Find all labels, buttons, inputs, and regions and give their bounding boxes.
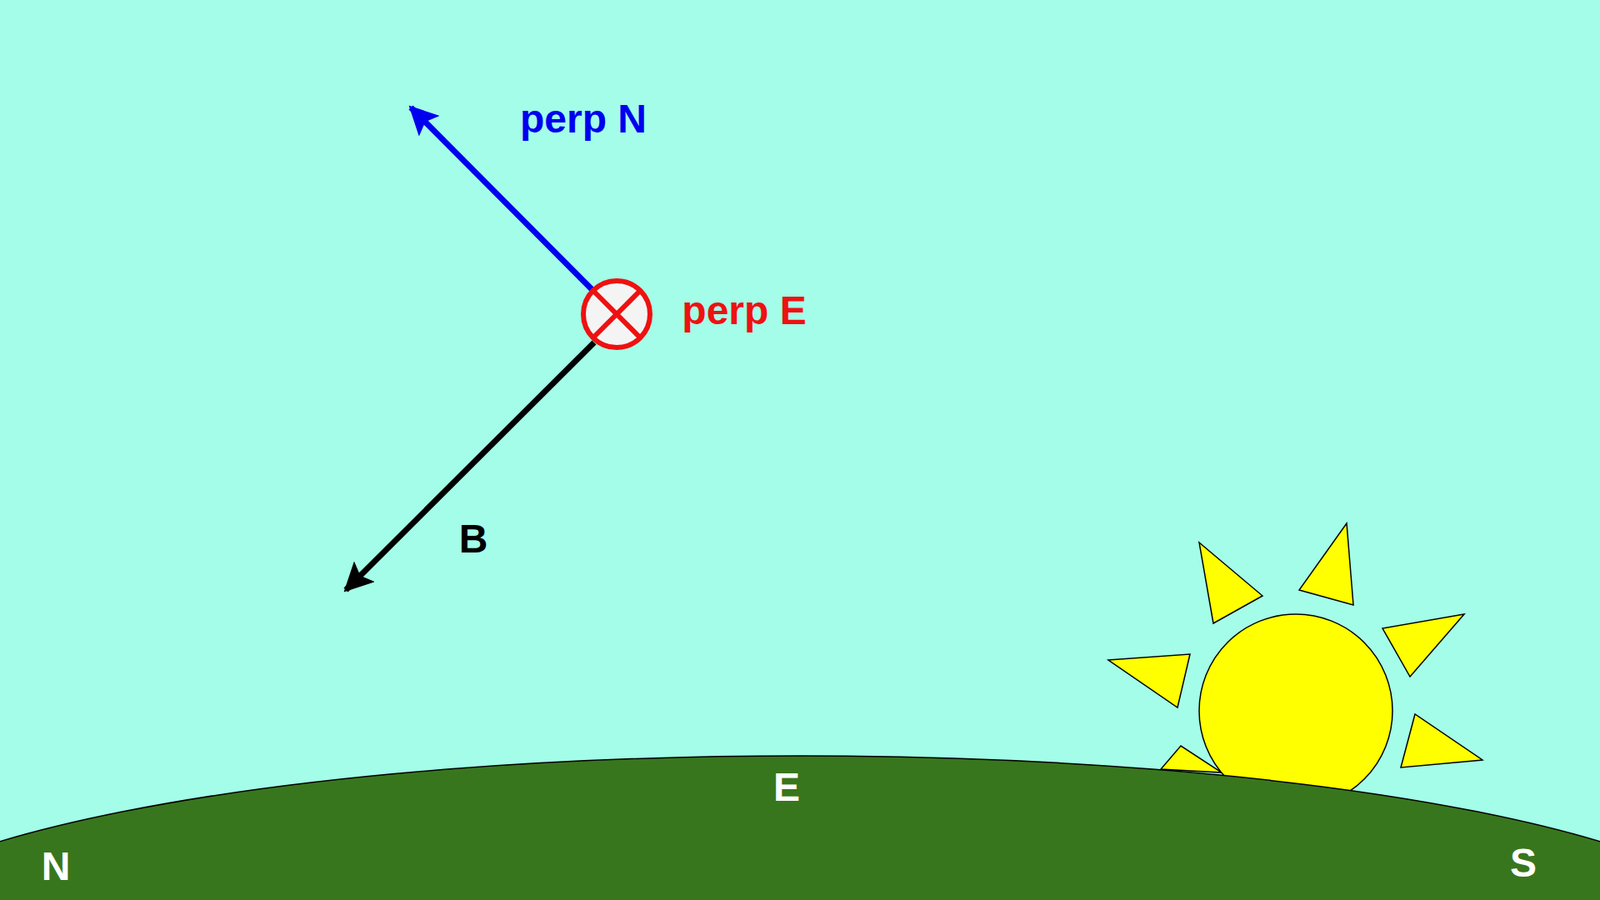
into-page-symbol [583, 280, 650, 348]
into-page-cross [593, 290, 640, 338]
sun-ray [1400, 714, 1483, 768]
vector-label: perp N [520, 99, 647, 140]
ground-hill [0, 755, 1600, 900]
b-field-arrow [345, 342, 595, 590]
sun [1108, 523, 1483, 808]
into-page-cross [593, 290, 640, 338]
compass-label: N [41, 846, 71, 887]
sun-ray [1108, 654, 1190, 708]
sun-ray [1299, 523, 1354, 605]
vector-label: B [459, 519, 489, 560]
vector-label: perp E [681, 290, 806, 331]
sun-ray [1199, 542, 1263, 624]
compass-label: S [1510, 843, 1537, 884]
compass-label: E [773, 767, 800, 808]
sun-ray [1382, 614, 1465, 677]
into-page-circle [583, 280, 650, 348]
